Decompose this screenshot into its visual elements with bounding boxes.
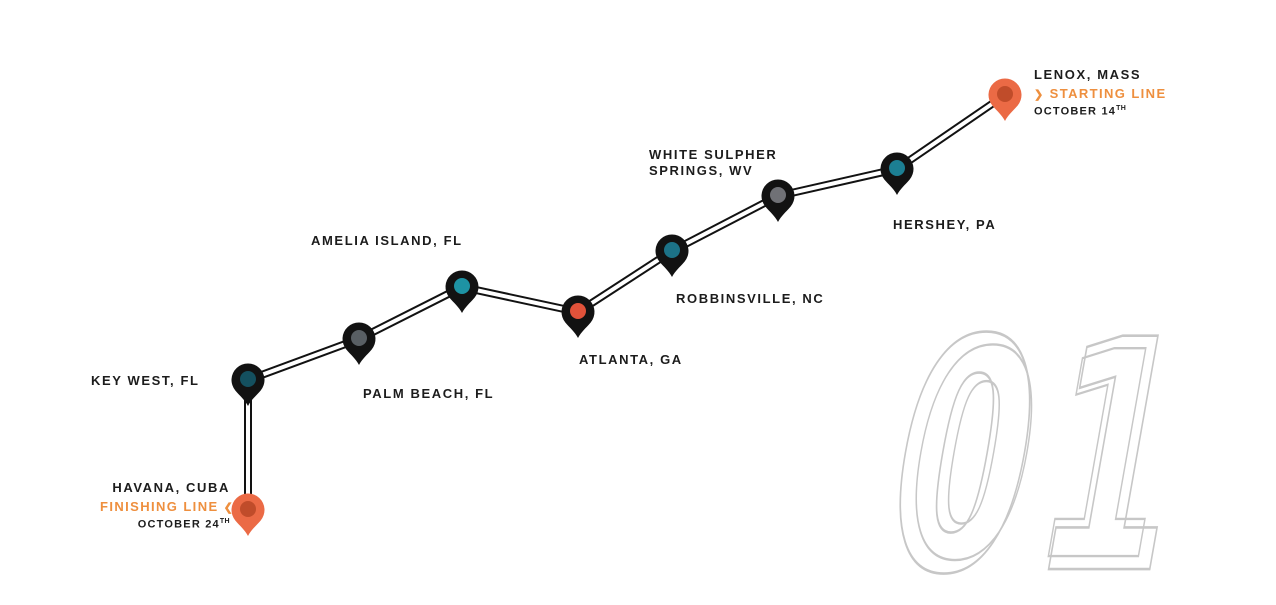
finishing-line-label: FINISHING LINE ❮ (100, 499, 233, 514)
pin-dot (454, 278, 470, 294)
stage-number-group: 01 01 (861, 272, 1228, 605)
location-name: ATLANTA, GA (579, 352, 683, 367)
date-text: OCTOBER 24 (137, 518, 220, 531)
location-name: PALM BEACH, FL (363, 386, 495, 401)
chevron-left-icon: ❮ (223, 502, 235, 514)
pin-dot (770, 187, 786, 203)
line-label-text: FINISHING LINE (100, 499, 219, 514)
label-havana: HAVANA, CUBA FINISHING LINE ❮ OCTOBER 24… (100, 480, 233, 531)
pin-dot (664, 242, 680, 258)
location-name: WHITE SULPHER SPRINGS, WV (649, 147, 778, 178)
pin-hershey (880, 152, 914, 195)
pin-white-sulpher-springs (761, 179, 795, 222)
date-suffix: TH (1116, 105, 1127, 112)
location-name: KEY WEST, FL (91, 373, 200, 388)
finish-date-label: OCTOBER 24TH (100, 518, 230, 531)
stage-number: 01 (862, 273, 1228, 605)
location-name: LENOX, MASS (1034, 67, 1142, 82)
location-name: HERSHEY, PA (893, 217, 997, 232)
pin-dot (240, 371, 256, 387)
start-date-label: OCTOBER 14TH (1034, 105, 1167, 118)
label-atlanta: ATLANTA, GA (579, 352, 683, 368)
pin-dot (240, 501, 256, 517)
date-text: OCTOBER 14 (1034, 105, 1117, 118)
starting-line-label: ❯ STARTING LINE (1034, 86, 1167, 101)
label-amelia-island: AMELIA ISLAND, FL (311, 233, 463, 249)
pin-dot (351, 330, 367, 346)
location-name: HAVANA, CUBA (112, 480, 230, 495)
label-palm-beach: PALM BEACH, FL (363, 386, 494, 402)
label-white-sulpher-springs: WHITE SULPHER SPRINGS, WV (649, 147, 777, 179)
label-robbinsville: ROBBINSVILLE, NC (676, 291, 824, 307)
pin-lenox (988, 78, 1022, 121)
pin-amelia-island (445, 270, 479, 313)
pin-key-west (231, 363, 265, 406)
pin-dot (570, 303, 586, 319)
line-label-text: STARTING LINE (1049, 86, 1167, 101)
pin-dot (997, 86, 1013, 102)
pin-atlanta (561, 295, 595, 338)
location-name: AMELIA ISLAND, FL (311, 233, 463, 248)
stage-number-inner-outline: 01 (882, 291, 1208, 605)
label-lenox: LENOX, MASS ❯ STARTING LINE OCTOBER 14TH (1034, 67, 1167, 118)
chevron-right-icon: ❯ (1034, 89, 1045, 101)
label-key-west: KEY WEST, FL (91, 373, 200, 389)
pin-havana (231, 493, 265, 536)
pin-robbinsville (655, 234, 689, 277)
pin-palm-beach (342, 322, 376, 365)
location-name: ROBBINSVILLE, NC (676, 291, 825, 306)
label-hershey: HERSHEY, PA (893, 217, 996, 233)
pin-dot (889, 160, 905, 176)
date-suffix: TH (219, 518, 230, 525)
